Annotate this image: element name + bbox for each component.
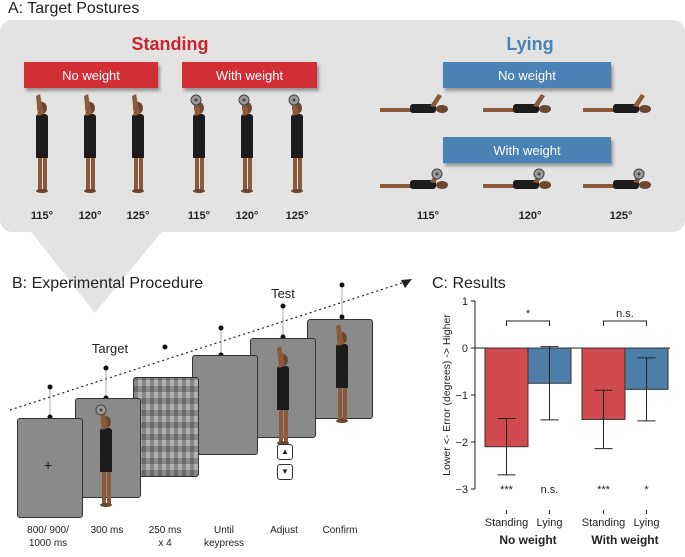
angle-label: 125° xyxy=(285,210,309,222)
angle-label: 120° xyxy=(518,210,542,222)
comparison-label: * xyxy=(526,308,531,320)
standing-no-weight-label: No weight xyxy=(24,62,158,88)
angle-label: 115° xyxy=(30,210,54,222)
comparison-label: n.s. xyxy=(616,308,634,320)
x-tick-label: Lying xyxy=(537,517,563,529)
angle-label: 120° xyxy=(78,210,102,222)
significance-label: n.s. xyxy=(541,484,559,496)
screen-mask xyxy=(133,377,199,477)
significance-label: * xyxy=(644,484,649,496)
up-arrow-key-icon: ▲ xyxy=(277,444,293,460)
panel-b-title: B: Experimental Procedure xyxy=(12,275,204,292)
angle-label: 125° xyxy=(609,210,633,222)
lying-with-weight-label: With weight xyxy=(443,137,611,163)
significance-label: *** xyxy=(597,484,611,496)
stage-label-target: 300 ms xyxy=(90,525,124,536)
figure-lying-3 xyxy=(583,94,651,113)
angle-label: 115° xyxy=(187,210,211,222)
angle-label: 125° xyxy=(126,210,150,222)
lying-figures xyxy=(380,94,651,189)
group-label: No weight xyxy=(499,533,556,547)
lying-no-weight-label: No weight xyxy=(443,62,611,88)
screen-until-keypress xyxy=(192,355,258,455)
y-tick-label: 1 xyxy=(462,296,468,308)
callout-pointer xyxy=(28,228,165,313)
y-tick-label: −3 xyxy=(455,484,468,496)
y-tick-label: −1 xyxy=(455,390,468,402)
panel-c-title: C: Results xyxy=(432,275,506,292)
screen-figures xyxy=(95,324,348,507)
standing-title: Standing xyxy=(131,34,209,54)
x-tick-label: Standing xyxy=(582,517,625,529)
angle-label: 115° xyxy=(416,210,440,222)
stage-label-confirm: Confirm xyxy=(322,525,358,536)
panel-a-title: A: Target Postures xyxy=(8,0,140,17)
x-tick-label: Lying xyxy=(634,517,660,529)
y-axis-label: Lower <- Error (degrees) -> Higher xyxy=(441,314,453,476)
group-label: With weight xyxy=(591,533,658,547)
figure-lying-weight-3 xyxy=(583,168,651,189)
x-tick-label: Standing xyxy=(485,517,528,529)
y-tick-label: −2 xyxy=(455,437,468,449)
lying-title: Lying xyxy=(506,34,554,54)
stage-label-adjust: Adjust xyxy=(270,525,298,536)
y-tick-label: 0 xyxy=(462,343,468,355)
fixation-cross: + xyxy=(44,457,53,473)
stage-label-fixation: 800/ 900/1000 ms xyxy=(27,525,69,549)
down-arrow-key-icon: ▼ xyxy=(277,464,293,480)
screen-fixation: + xyxy=(17,418,83,518)
target-label: Target xyxy=(91,341,129,356)
significance-label: *** xyxy=(500,484,514,496)
figure-lying-weight-2 xyxy=(483,168,551,189)
comparison-bracket xyxy=(506,320,550,326)
panel-a-background xyxy=(0,20,685,232)
comparison-bracket xyxy=(603,320,647,326)
standing-with-weight-label: With weight xyxy=(182,62,317,88)
figure-lying-2 xyxy=(483,94,551,113)
angle-label: 120° xyxy=(235,210,259,222)
test-label: Test xyxy=(271,286,295,301)
